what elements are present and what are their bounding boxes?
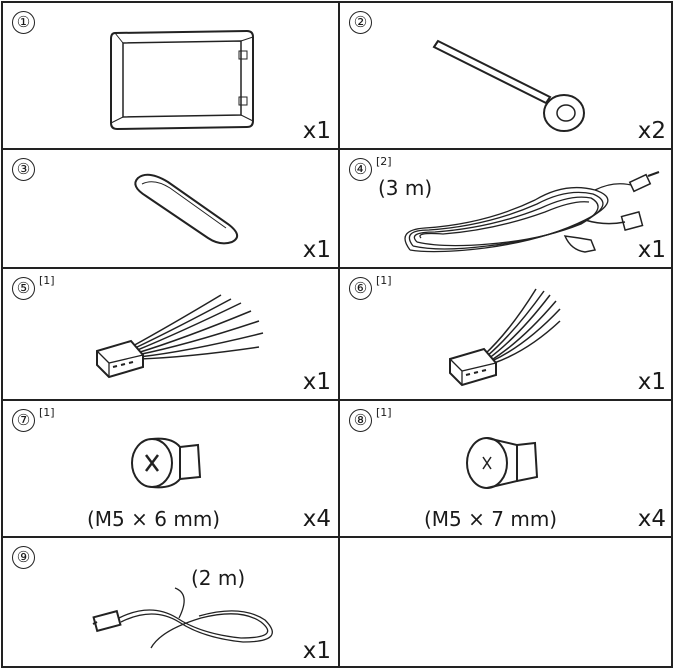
- part-cell-4: ④ [2] (3 m) x1: [338, 148, 673, 267]
- pad-icon: [128, 168, 248, 248]
- quantity: x1: [637, 369, 666, 395]
- footnote-ref: [1]: [376, 274, 392, 287]
- item-number: ③: [12, 158, 35, 181]
- item-number: ⑦ [1]: [12, 406, 55, 432]
- item-number-label: ⑨: [12, 546, 35, 569]
- item-number: ①: [12, 11, 35, 34]
- footnote-ref: [1]: [39, 406, 55, 419]
- quantity: x4: [637, 506, 666, 532]
- screw-size: (M5 × 6 mm): [87, 507, 221, 531]
- footnote-ref: [2]: [376, 155, 392, 168]
- item-number: ⑥ [1]: [349, 274, 392, 300]
- microphone-cable-icon: [395, 170, 665, 265]
- item-number-label: ④: [349, 158, 372, 181]
- quantity: x1: [637, 237, 666, 263]
- empty-cell: [338, 536, 673, 668]
- item-number: ⑤ [1]: [12, 274, 55, 300]
- extension-cable-icon: [91, 578, 301, 663]
- cable-length: (2 m): [191, 566, 246, 590]
- quantity: x2: [637, 118, 666, 144]
- part-cell-8: ⑧ [1] (M5 × 7 mm) x4: [338, 399, 673, 536]
- wiring-harness-icon: [440, 281, 580, 396]
- part-cell-6: ⑥ [1] x1: [338, 267, 673, 399]
- screw-size: (M5 × 7 mm): [424, 507, 558, 531]
- footnote-ref: [1]: [39, 274, 55, 287]
- wiring-harness-icon: [91, 285, 271, 385]
- part-cell-2: ② x2: [338, 1, 673, 148]
- screw-icon: [463, 421, 543, 501]
- part-cell-7: ⑦ [1] (M5 × 6 mm) x4: [1, 399, 338, 536]
- item-number: ⑧ [1]: [349, 406, 392, 432]
- item-number: ②: [349, 11, 372, 34]
- item-number-label: ⑦: [12, 409, 35, 432]
- part-cell-9: ⑨ (2 m) x1: [1, 536, 338, 668]
- extraction-key-icon: [430, 33, 600, 143]
- part-cell-5: ⑤ [1] x1: [1, 267, 338, 399]
- cable-length: (3 m): [378, 176, 433, 200]
- item-number-label: ⑧: [349, 409, 372, 432]
- screw-icon: [128, 421, 208, 501]
- item-number-label: ⑥: [349, 277, 372, 300]
- quantity: x1: [302, 118, 331, 144]
- quantity: x1: [302, 237, 331, 263]
- item-number-label: ①: [12, 11, 35, 34]
- quantity: x1: [302, 638, 331, 664]
- part-cell-3: ③ x1: [1, 148, 338, 267]
- item-number-label: ⑤: [12, 277, 35, 300]
- item-number: ⑨: [12, 546, 35, 569]
- item-number-label: ②: [349, 11, 372, 34]
- item-number-label: ③: [12, 158, 35, 181]
- frame-icon: [107, 21, 257, 133]
- item-number: ④ [2]: [349, 155, 392, 181]
- footnote-ref: [1]: [376, 406, 392, 419]
- part-cell-1: ① x1: [1, 1, 338, 148]
- quantity: x1: [302, 369, 331, 395]
- quantity: x4: [302, 506, 331, 532]
